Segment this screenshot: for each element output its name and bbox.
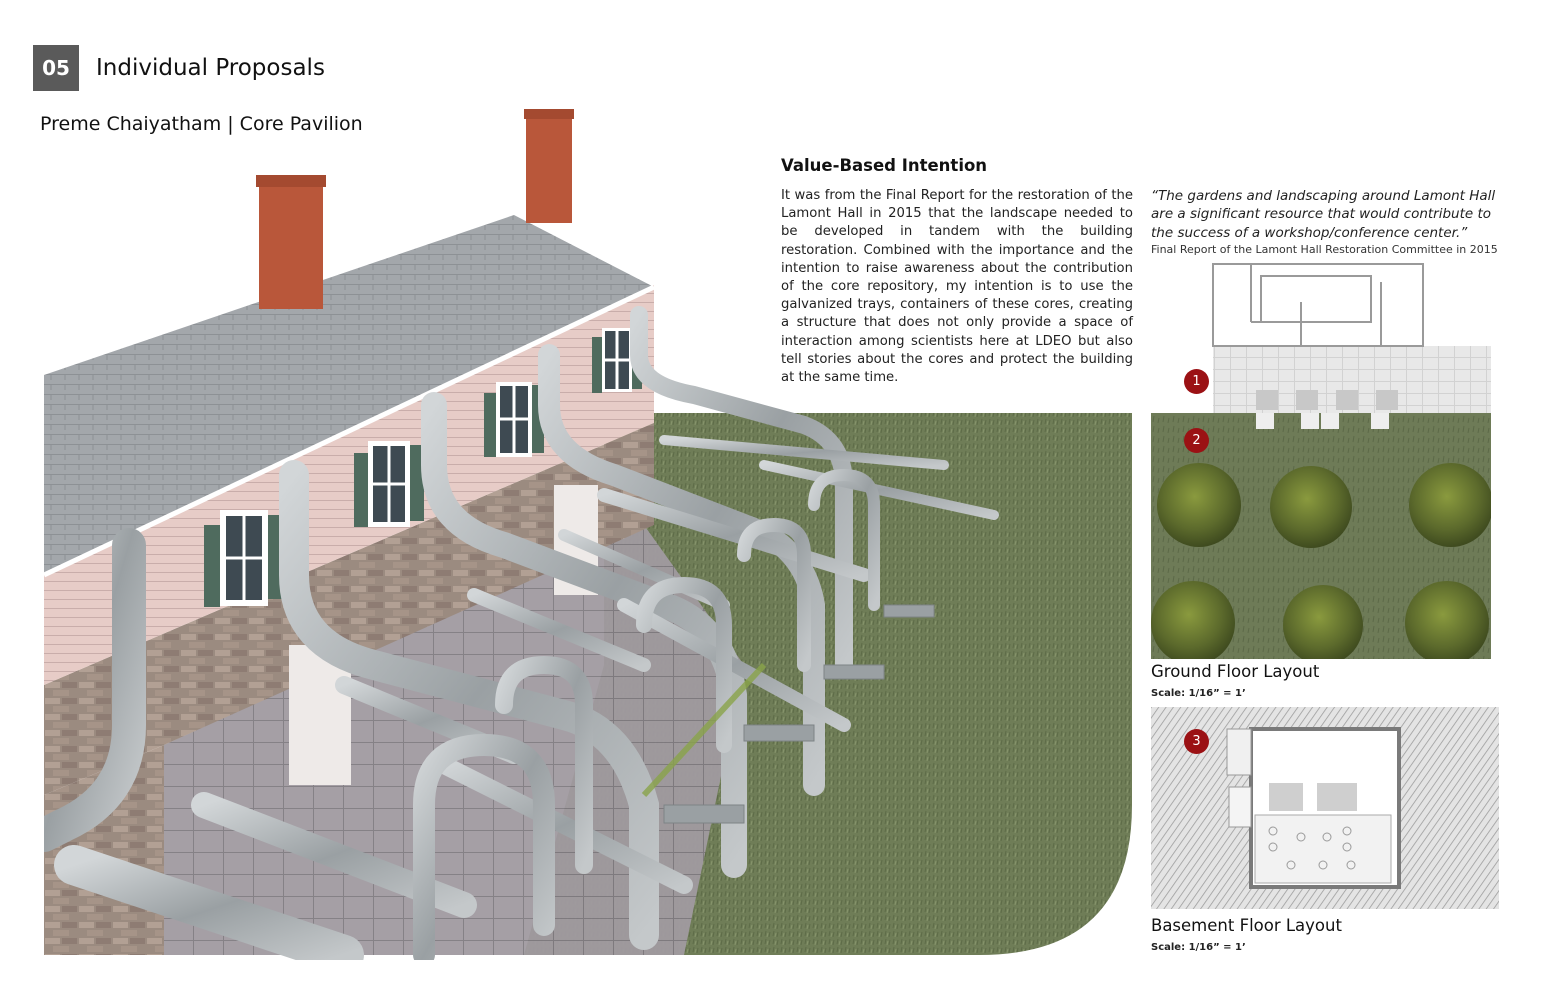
basement-floor-plan	[1151, 707, 1499, 909]
marker-2: 2	[1184, 428, 1209, 453]
tree-canopy	[1283, 585, 1363, 659]
tree-canopy	[1270, 466, 1352, 548]
tree-canopy	[1151, 581, 1235, 659]
window-4	[592, 328, 642, 393]
intention-title: Value-Based Intention	[781, 156, 988, 175]
ground-floor-layout-scale: Scale: 1/16” = 1’	[1151, 688, 1246, 699]
window-3	[484, 382, 544, 457]
galvanized-tray-structure	[44, 306, 999, 960]
chimney-left	[256, 175, 326, 309]
intention-body: It was from the Final Report for the res…	[781, 188, 1133, 386]
marker-3: 3	[1184, 729, 1209, 754]
proposal-subtitle: Preme Chaiyatham | Core Pavilion	[40, 113, 363, 135]
tree-canopy	[1409, 463, 1491, 547]
roof	[44, 215, 654, 575]
tree-canopy	[1405, 581, 1489, 659]
quote-source: Final Report of the Lamont Hall Restorat…	[1151, 243, 1498, 256]
chimney-right	[524, 109, 574, 223]
window-2	[354, 441, 424, 527]
basement-floor-layout-scale: Scale: 1/16” = 1’	[1151, 942, 1246, 953]
basement-floor-layout-title: Basement Floor Layout	[1151, 916, 1342, 935]
tree-canopy	[1157, 463, 1241, 547]
upper-floor-plan	[1212, 263, 1491, 430]
ground-floor-plan	[1151, 413, 1491, 659]
pavilion-rendering	[44, 109, 1132, 960]
quote-text: “The gardens and landscaping around Lamo…	[1151, 188, 1496, 241]
section-title: Individual Proposals	[96, 55, 325, 81]
marker-1: 1	[1184, 369, 1209, 394]
section-number-badge: 05	[33, 45, 79, 91]
ground-floor-layout-title: Ground Floor Layout	[1151, 662, 1320, 681]
